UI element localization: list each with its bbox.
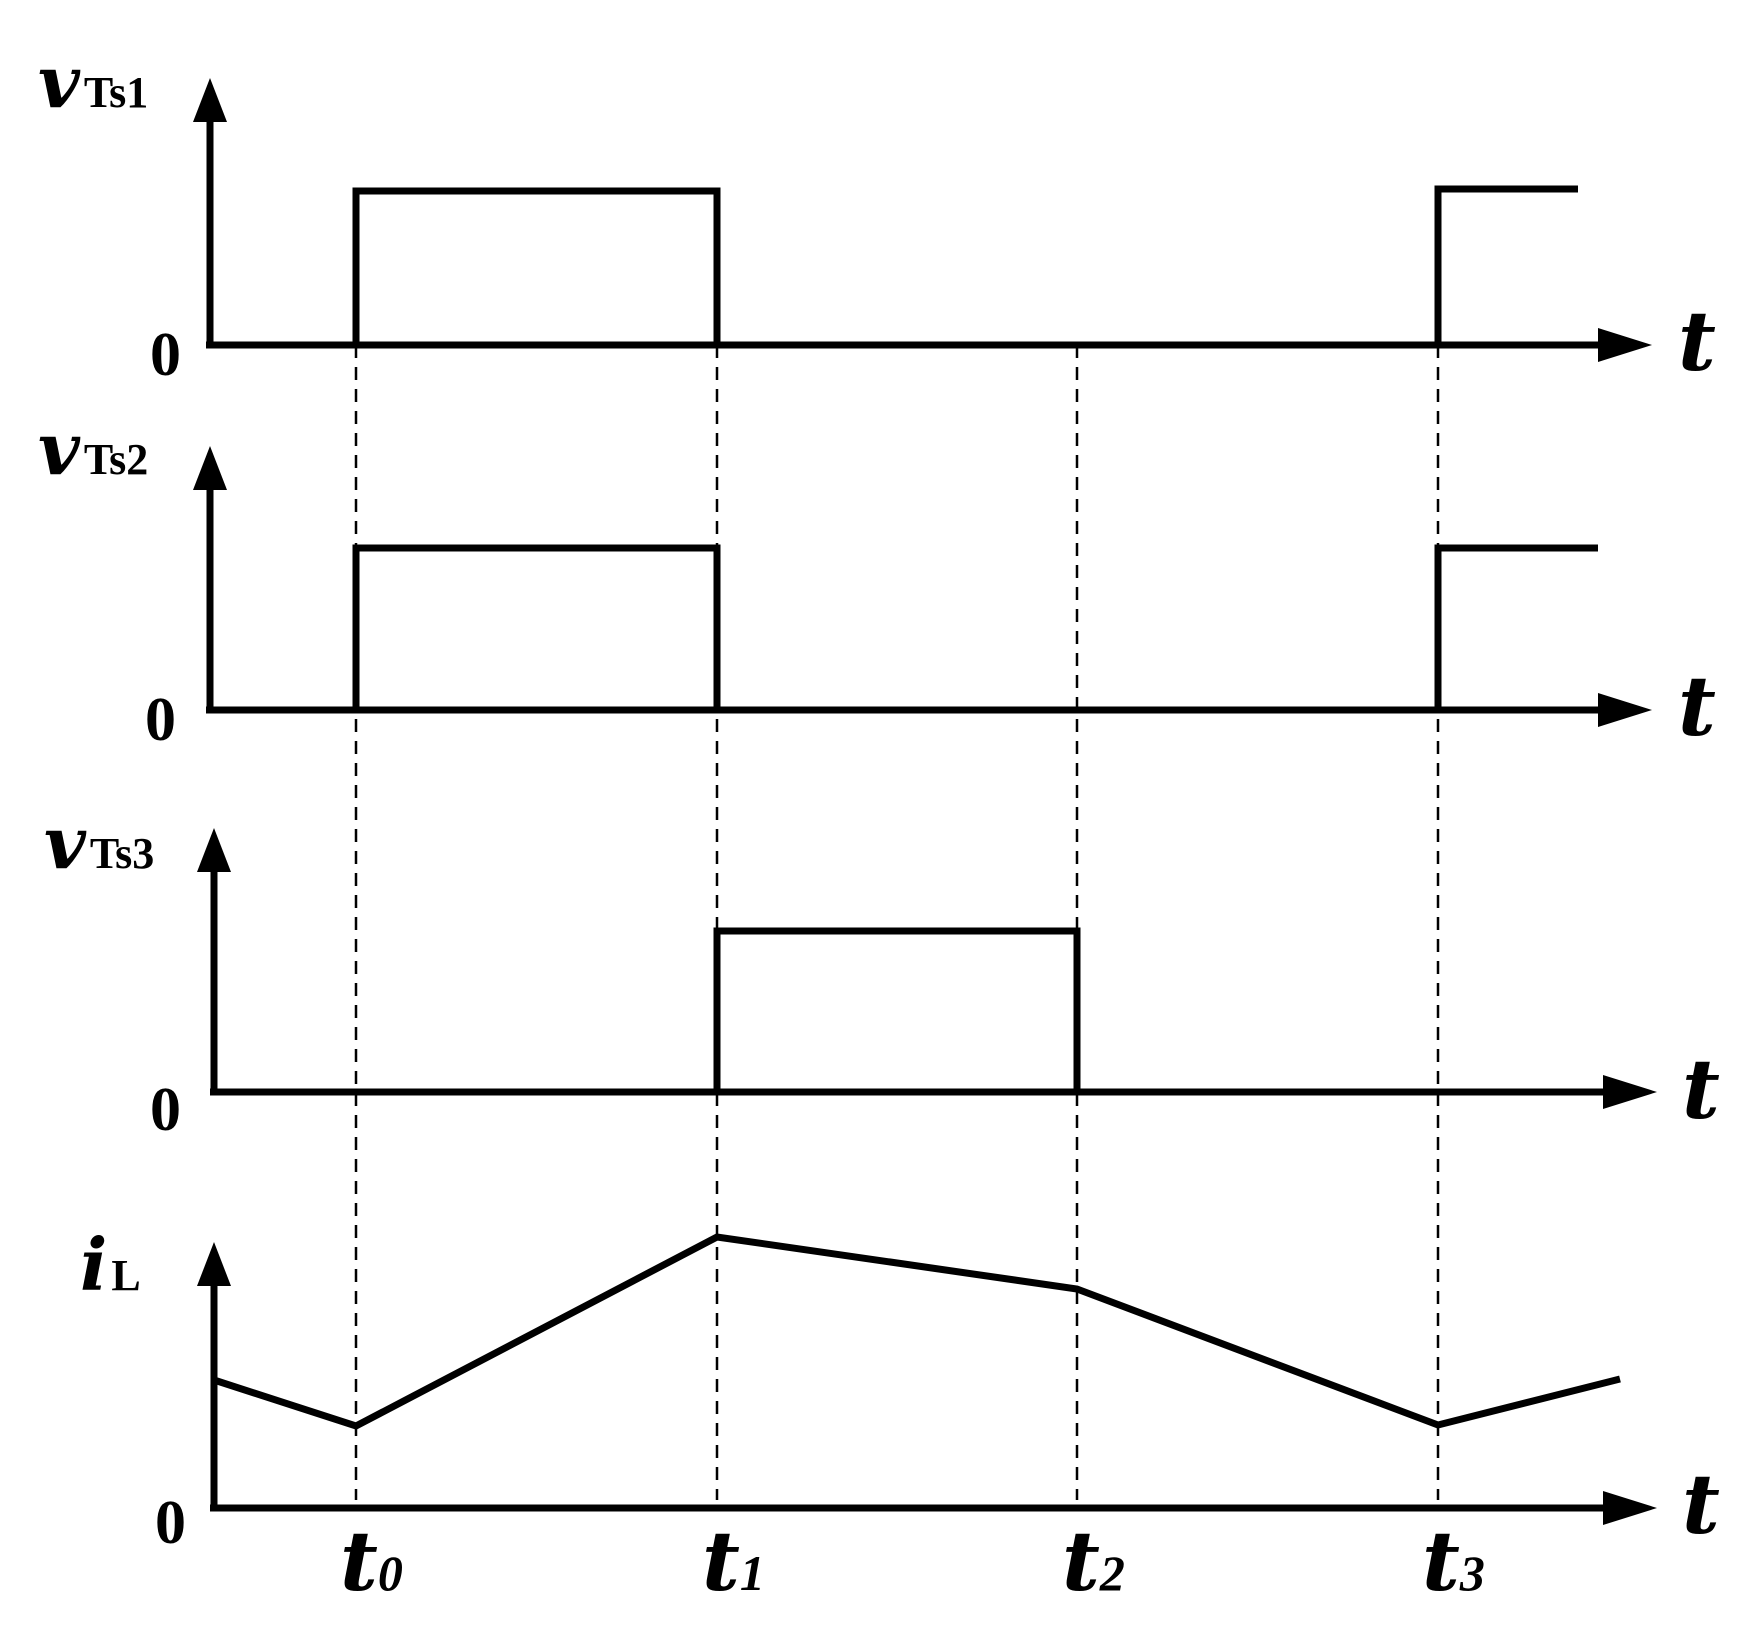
- x-axis-arrow: [1598, 328, 1652, 362]
- y-axis-arrow: [193, 78, 227, 122]
- waveform-segment: [1434, 185, 1578, 345]
- time-mark-t1: t1: [702, 1514, 765, 1610]
- signal-label: vTs1: [38, 39, 148, 124]
- time-axis-label: t: [1682, 1457, 1720, 1553]
- zero-label: 0: [155, 1489, 186, 1557]
- time-guides: [354, 345, 1440, 1500]
- zero-label: 0: [150, 1076, 181, 1144]
- y-axis-arrow: [197, 828, 231, 872]
- time-mark-labels: t0 t1 t2 t3: [340, 1514, 1485, 1610]
- y-axis-arrow: [197, 1242, 231, 1286]
- panel-vts1: vTs1 0 t: [38, 39, 1716, 390]
- panel-vts2: vTs2 0 t: [38, 406, 1716, 755]
- waveform-segment: [713, 927, 1081, 1092]
- panel-vts3: vTs3 0 t: [44, 800, 1720, 1144]
- x-axis-arrow: [1603, 1075, 1657, 1109]
- time-axis-label: t: [1678, 294, 1716, 390]
- time-mark-t2: t2: [1062, 1514, 1125, 1610]
- x-axis-arrow: [1598, 693, 1652, 727]
- x-axis-arrow: [1603, 1491, 1657, 1525]
- time-mark-t0: t0: [340, 1514, 403, 1610]
- time-mark-t3: t3: [1422, 1514, 1485, 1610]
- waveform-segment: [352, 544, 721, 710]
- time-axis-label: t: [1682, 1042, 1720, 1138]
- zero-label: 0: [145, 686, 176, 754]
- zero-label: 0: [150, 321, 181, 389]
- inductor-current-waveform: [212, 1233, 1621, 1430]
- panel-il: iL 0 t: [80, 1222, 1720, 1557]
- signal-label: vTs2: [38, 406, 148, 491]
- waveform-segment: [1434, 544, 1598, 710]
- signal-label: iL: [80, 1222, 141, 1307]
- y-axis-arrow: [193, 446, 227, 490]
- waveform-segment: [352, 187, 721, 345]
- time-axis-label: t: [1678, 659, 1716, 755]
- signal-label: vTs3: [44, 800, 154, 885]
